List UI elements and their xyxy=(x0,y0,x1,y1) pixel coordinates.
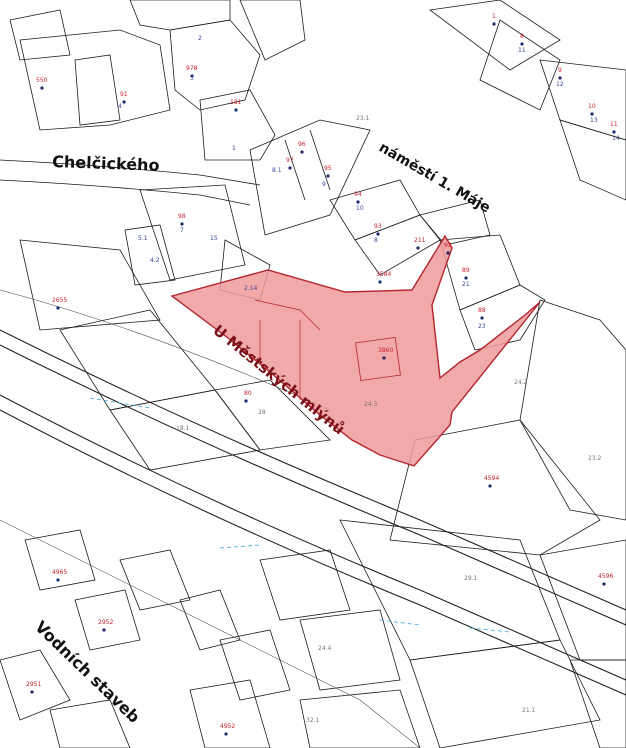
svg-text:5.1: 5.1 xyxy=(138,235,148,242)
svg-text:98: 98 xyxy=(178,213,186,220)
house-marker[interactable]: 181 xyxy=(230,99,242,112)
house-marker[interactable]: 8 xyxy=(520,33,524,46)
house-marker[interactable]: 98 xyxy=(178,213,186,226)
house-marker[interactable]: 80 xyxy=(244,390,252,403)
house-marker[interactable]: 92 xyxy=(444,242,452,255)
svg-text:24.3: 24.3 xyxy=(364,401,378,408)
svg-text:3584: 3584 xyxy=(376,271,391,278)
svg-text:211: 211 xyxy=(414,237,426,244)
house-marker[interactable]: 2952 xyxy=(98,619,113,632)
house-marker[interactable]: 88 xyxy=(478,307,486,320)
svg-text:18.1: 18.1 xyxy=(176,425,190,432)
svg-text:2655: 2655 xyxy=(52,297,67,304)
plot-numbers: 23.1 24.2 24.3 28 18.1 29.1 23.2 21.1 24… xyxy=(176,115,602,724)
svg-text:9: 9 xyxy=(558,67,562,74)
svg-text:1: 1 xyxy=(492,13,496,20)
svg-text:7: 7 xyxy=(180,227,184,234)
svg-text:21: 21 xyxy=(462,281,470,288)
svg-text:181: 181 xyxy=(230,99,242,106)
svg-text:91: 91 xyxy=(120,91,128,98)
svg-text:11: 11 xyxy=(518,47,526,54)
svg-text:32.1: 32.1 xyxy=(306,717,320,724)
svg-text:92: 92 xyxy=(444,242,452,249)
house-marker[interactable]: 1 xyxy=(492,13,496,26)
railway-lines xyxy=(0,289,626,748)
svg-text:97: 97 xyxy=(286,157,294,164)
svg-text:89: 89 xyxy=(462,267,470,274)
house-marker[interactable]: 10 xyxy=(588,103,596,116)
house-marker[interactable]: 96 xyxy=(298,141,306,154)
house-marker[interactable]: 89 xyxy=(462,267,470,280)
svg-text:2952: 2952 xyxy=(98,619,113,626)
house-marker[interactable]: 978 xyxy=(186,65,198,78)
svg-text:23: 23 xyxy=(478,323,486,330)
svg-text:4.2: 4.2 xyxy=(150,257,160,264)
svg-text:94: 94 xyxy=(354,191,362,198)
svg-text:4965: 4965 xyxy=(52,569,67,576)
svg-text:1: 1 xyxy=(232,145,236,152)
house-marker[interactable]: 550 xyxy=(36,77,48,90)
house-marker[interactable]: 94 xyxy=(354,191,362,204)
house-marker[interactable]: 4594 xyxy=(484,475,499,488)
house-marker[interactable]: 2655 xyxy=(52,297,67,310)
house-marker[interactable]: 4965 xyxy=(52,569,67,582)
svg-text:88: 88 xyxy=(478,307,486,314)
svg-text:2: 2 xyxy=(198,35,202,42)
svg-text:15: 15 xyxy=(210,235,218,242)
svg-text:9: 9 xyxy=(322,181,326,188)
house-marker[interactable]: 4596 xyxy=(598,573,613,586)
house-marker[interactable]: 3860 xyxy=(378,347,393,360)
svg-text:2951: 2951 xyxy=(26,681,41,688)
house-numbers: 550 91 978 181 96 97 95 94 xyxy=(26,13,618,736)
svg-text:2.14: 2.14 xyxy=(244,285,258,292)
svg-text:24.4: 24.4 xyxy=(318,645,332,652)
svg-text:24.2: 24.2 xyxy=(514,379,528,386)
house-marker[interactable]: 97 xyxy=(286,157,294,170)
house-marker[interactable]: 211 xyxy=(414,237,426,250)
svg-text:10: 10 xyxy=(588,103,596,110)
svg-text:95: 95 xyxy=(324,165,332,172)
svg-text:29.1: 29.1 xyxy=(464,575,478,582)
svg-text:12: 12 xyxy=(556,81,564,88)
svg-text:23.1: 23.1 xyxy=(356,115,370,122)
svg-text:21.1: 21.1 xyxy=(522,707,536,714)
svg-text:8: 8 xyxy=(374,237,378,244)
svg-text:13: 13 xyxy=(590,117,598,124)
svg-text:14: 14 xyxy=(612,135,620,142)
svg-text:4952: 4952 xyxy=(220,723,235,730)
svg-text:550: 550 xyxy=(36,77,48,84)
house-marker[interactable]: 95 xyxy=(324,165,332,178)
svg-text:4: 4 xyxy=(118,103,122,110)
house-marker[interactable]: 4952 xyxy=(220,723,235,736)
svg-text:96: 96 xyxy=(298,141,306,148)
highlighted-area[interactable] xyxy=(170,234,541,467)
svg-text:28: 28 xyxy=(258,409,266,416)
house-marker[interactable]: 2951 xyxy=(26,681,41,694)
street-name-chelcickeho: Chelčického xyxy=(52,152,160,175)
water-lines xyxy=(89,397,511,633)
highlight-inner-lines xyxy=(254,299,401,400)
house-marker[interactable]: 11 xyxy=(610,121,618,134)
svg-text:93: 93 xyxy=(374,223,382,230)
svg-text:11: 11 xyxy=(610,121,618,128)
parcel-numbers: 3 4 11 12 13 14 1 8.1 9 10 8 7 5.1 21 23… xyxy=(118,35,620,330)
svg-text:8: 8 xyxy=(520,33,524,40)
house-marker[interactable]: 93 xyxy=(374,223,382,236)
svg-text:80: 80 xyxy=(244,390,252,397)
svg-text:978: 978 xyxy=(186,65,198,72)
house-marker[interactable]: 3584 xyxy=(376,271,391,284)
svg-text:4596: 4596 xyxy=(598,573,613,580)
house-marker[interactable]: 9 xyxy=(558,67,562,80)
svg-text:4594: 4594 xyxy=(484,475,499,482)
svg-text:3860: 3860 xyxy=(378,347,393,354)
svg-text:23.2: 23.2 xyxy=(588,455,602,462)
house-marker[interactable]: 91 xyxy=(120,91,128,104)
svg-text:8.1: 8.1 xyxy=(272,167,282,174)
svg-text:10: 10 xyxy=(356,205,364,212)
svg-text:3: 3 xyxy=(190,75,194,82)
